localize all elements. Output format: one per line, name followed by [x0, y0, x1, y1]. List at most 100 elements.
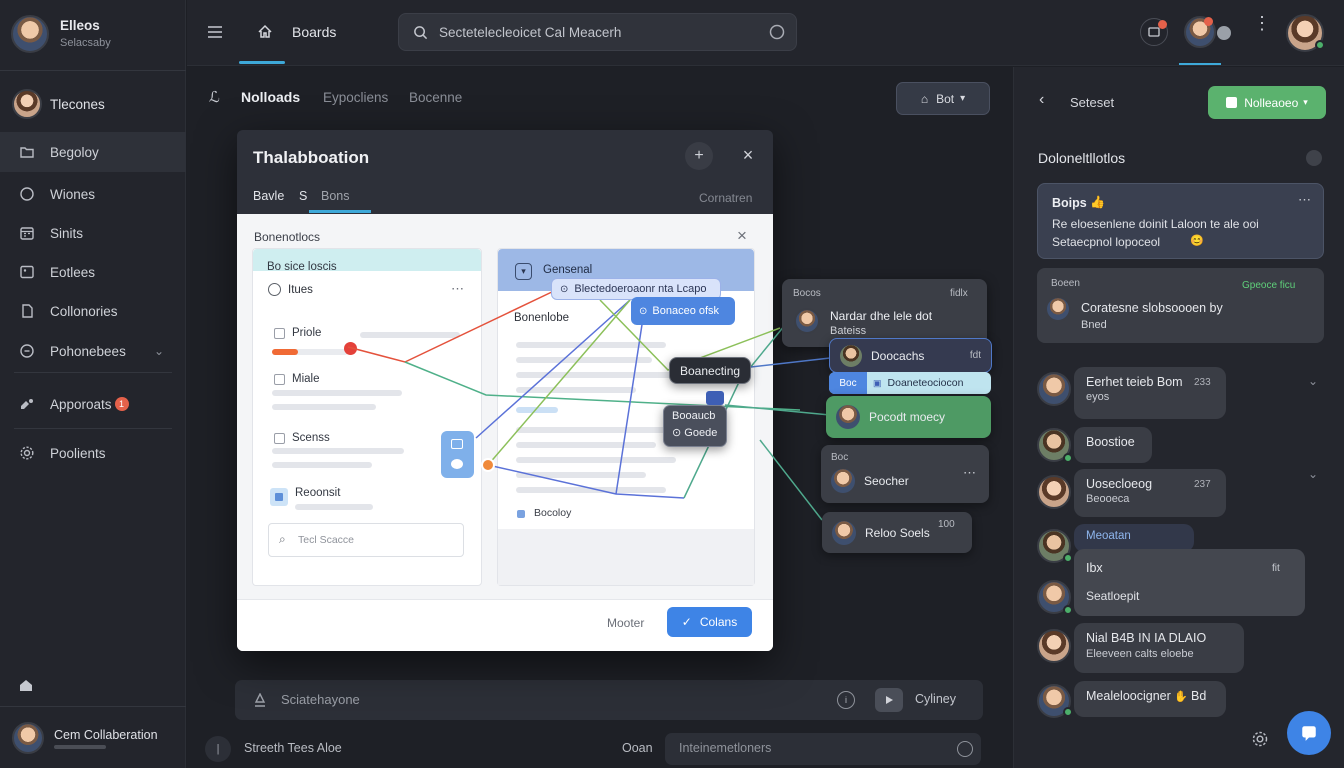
task-checkbox[interactable] [274, 433, 285, 444]
chevron-down-icon[interactable]: ⌄ [1308, 467, 1319, 481]
chat-message[interactable]: Uosecloeog Beooeca 237 [1074, 469, 1226, 517]
blue-node[interactable]: ⊙ Bonaceo ofsk [631, 297, 735, 325]
dialog-tab-s[interactable]: S [299, 189, 308, 203]
pinned-card[interactable]: Boips 👍 ⋯ Re eloesenlene doinit Laloon t… [1037, 183, 1324, 259]
small-blue-node[interactable] [441, 431, 474, 478]
node-reloo-soels[interactable]: Reloo Soels 100 [822, 512, 972, 553]
chip-node[interactable]: ⊙ Blectedoeroaonr nta Lcapo [551, 278, 721, 300]
node-doaneteociocon[interactable]: Boc ▣ Doaneteociocon [829, 372, 991, 394]
node-label: Boanecting [680, 363, 741, 378]
chat-avatar[interactable] [1037, 475, 1071, 509]
footer-avatar[interactable] [12, 722, 44, 754]
more-icon[interactable]: ⋯ [451, 281, 464, 296]
node-seocher[interactable]: Boc ⋯ Seocher [821, 445, 989, 503]
tasks-card-header-text: Bo sice loscis [267, 261, 337, 273]
settings-icon[interactable] [1250, 729, 1270, 749]
home-icon[interactable] [17, 676, 35, 694]
chevron-down-icon[interactable]: ⌄ [154, 344, 165, 358]
tab-nolloads[interactable]: Nolloads [241, 89, 301, 105]
more-icon[interactable]: ⋯ [963, 465, 976, 480]
chat-message[interactable]: Boostioe [1074, 427, 1152, 463]
composer-bar[interactable]: Sciatehayone i Cyliney [235, 680, 983, 720]
task-search-input[interactable]: ⌕ Tecl Scacce [268, 523, 464, 557]
sidebar-item-poolients[interactable]: Poolients [0, 433, 186, 473]
footer-input-text[interactable]: Inteinemetloners [679, 741, 772, 755]
node-pocodt-moecy[interactable]: Pocodt moecy [826, 396, 991, 438]
dialog-tab-bavle[interactable]: Bavle [253, 189, 285, 203]
profile-avatar[interactable] [12, 89, 42, 119]
search-input[interactable]: Sectetelecleoicet Cal Meacerh [439, 24, 622, 40]
sidebar-item-label: Pohonebees [50, 343, 126, 359]
settings-circle-icon[interactable] [769, 24, 785, 40]
menu-icon[interactable] [205, 22, 225, 42]
back-arrow-icon[interactable]: ‹ [1039, 91, 1045, 108]
chat-message[interactable]: Eerhet teieb Bom eyos 233 [1074, 367, 1226, 419]
notification-icon[interactable] [1140, 18, 1168, 46]
confirm-button[interactable]: ✓ Colans [667, 607, 752, 637]
emoji-icon[interactable] [957, 741, 973, 757]
composer-action[interactable]: Cyliney [915, 692, 956, 706]
chat-message[interactable]: Ibx Seatloepit fit [1074, 549, 1305, 616]
divider [0, 706, 186, 707]
chat-avatar[interactable] [1037, 629, 1071, 663]
sidebar-item-label: Wiones [50, 186, 96, 202]
close-icon[interactable]: × [737, 226, 747, 245]
folder-icon [18, 143, 36, 161]
network-card-header: Bocos [793, 288, 821, 299]
sidebar-item-collonories[interactable]: Collonories [0, 291, 186, 331]
chat-message[interactable]: Mealeloocigner ✋ Bd [1074, 681, 1226, 717]
sidebar-item-begoloy[interactable]: Begoloy [0, 132, 186, 172]
dialog-tab-bons[interactable]: Bons [321, 189, 350, 203]
overview-line [516, 487, 666, 493]
composer-input[interactable]: Sciatehayone [281, 692, 360, 707]
back-label[interactable]: Seteset [1070, 95, 1115, 110]
divider [14, 428, 172, 429]
task-checkbox[interactable] [274, 328, 285, 339]
network-card[interactable]: Bocos fidlx Nardar dhe lele dot Bateiss [782, 279, 987, 347]
chat-avatar[interactable] [1037, 580, 1071, 614]
new-button[interactable]: Nolleaoeo ▾ [1208, 86, 1326, 119]
boards-tab-label[interactable]: Boards [292, 24, 337, 40]
compose-button[interactable] [1287, 711, 1331, 755]
online-status-icon [1063, 707, 1073, 717]
info-icon[interactable]: i [837, 691, 855, 709]
sidebar-item-pohonebees[interactable]: Pohonebees ⌄ [0, 331, 186, 371]
sidebar-item-eotlees[interactable]: Eotlees [0, 252, 186, 292]
activity-card[interactable]: Boeen Gpeoce ficu Coratesne slobsoooen b… [1037, 268, 1324, 343]
cancel-button[interactable]: Mooter [607, 616, 645, 630]
node-doocachs[interactable]: Doocachs fdt [829, 338, 992, 373]
pin-icon[interactable]: + [685, 142, 713, 170]
node-boanecting[interactable]: Boanecting [669, 357, 751, 384]
tab-bocenne[interactable]: Bocenne [409, 90, 463, 105]
network-card-text2: Bateiss [830, 325, 867, 337]
progress-handle[interactable] [344, 342, 357, 355]
more-vertical-icon[interactable]: ⋮ [1253, 13, 1271, 33]
user-avatar[interactable] [11, 15, 49, 53]
chat-avatar[interactable] [1037, 684, 1071, 718]
chat-message[interactable]: Meoatan [1074, 524, 1194, 552]
home-icon[interactable] [255, 21, 275, 41]
play-icon[interactable] [875, 688, 903, 712]
sidebar-item-apporoats[interactable]: Apporoats 1 [0, 384, 186, 424]
chevron-down-icon[interactable]: ⌄ [1308, 374, 1319, 388]
sidebar-item-sinits[interactable]: Sinits [0, 213, 186, 253]
footer-input[interactable]: Inteinemetloners [665, 733, 981, 765]
bot-button[interactable]: ⌂ Bot ▾ [896, 82, 990, 115]
more-icon[interactable]: ⋯ [1298, 192, 1311, 207]
activity-card-header-right: Gpeoce ficu [1242, 280, 1296, 291]
task-checkbox[interactable] [274, 374, 285, 385]
orange-handle[interactable] [481, 458, 495, 472]
status-circle-icon[interactable] [1306, 150, 1322, 166]
search-bar[interactable]: Sectetelecleoicet Cal Meacerh [398, 13, 797, 51]
tab-eypocliens[interactable]: Eypocliens [323, 90, 389, 105]
mic-icon[interactable]: | [205, 736, 231, 762]
node-meta: 100 [938, 519, 955, 530]
sidebar-item-wiones[interactable]: Wiones [0, 174, 186, 214]
node-booaucb[interactable]: Booaucb ⊙ Goede [663, 405, 727, 447]
confirm-button-label: Colans [699, 615, 738, 629]
chat-message[interactable]: Nial B4B IN IA DLAIO Eleeveen calts eloe… [1074, 623, 1244, 673]
sidebar-item-label: Sinits [50, 225, 84, 241]
chat-avatar[interactable] [1037, 372, 1071, 406]
dialog-tab-right[interactable]: Cornatren [699, 191, 753, 205]
close-icon[interactable]: × [742, 144, 754, 165]
